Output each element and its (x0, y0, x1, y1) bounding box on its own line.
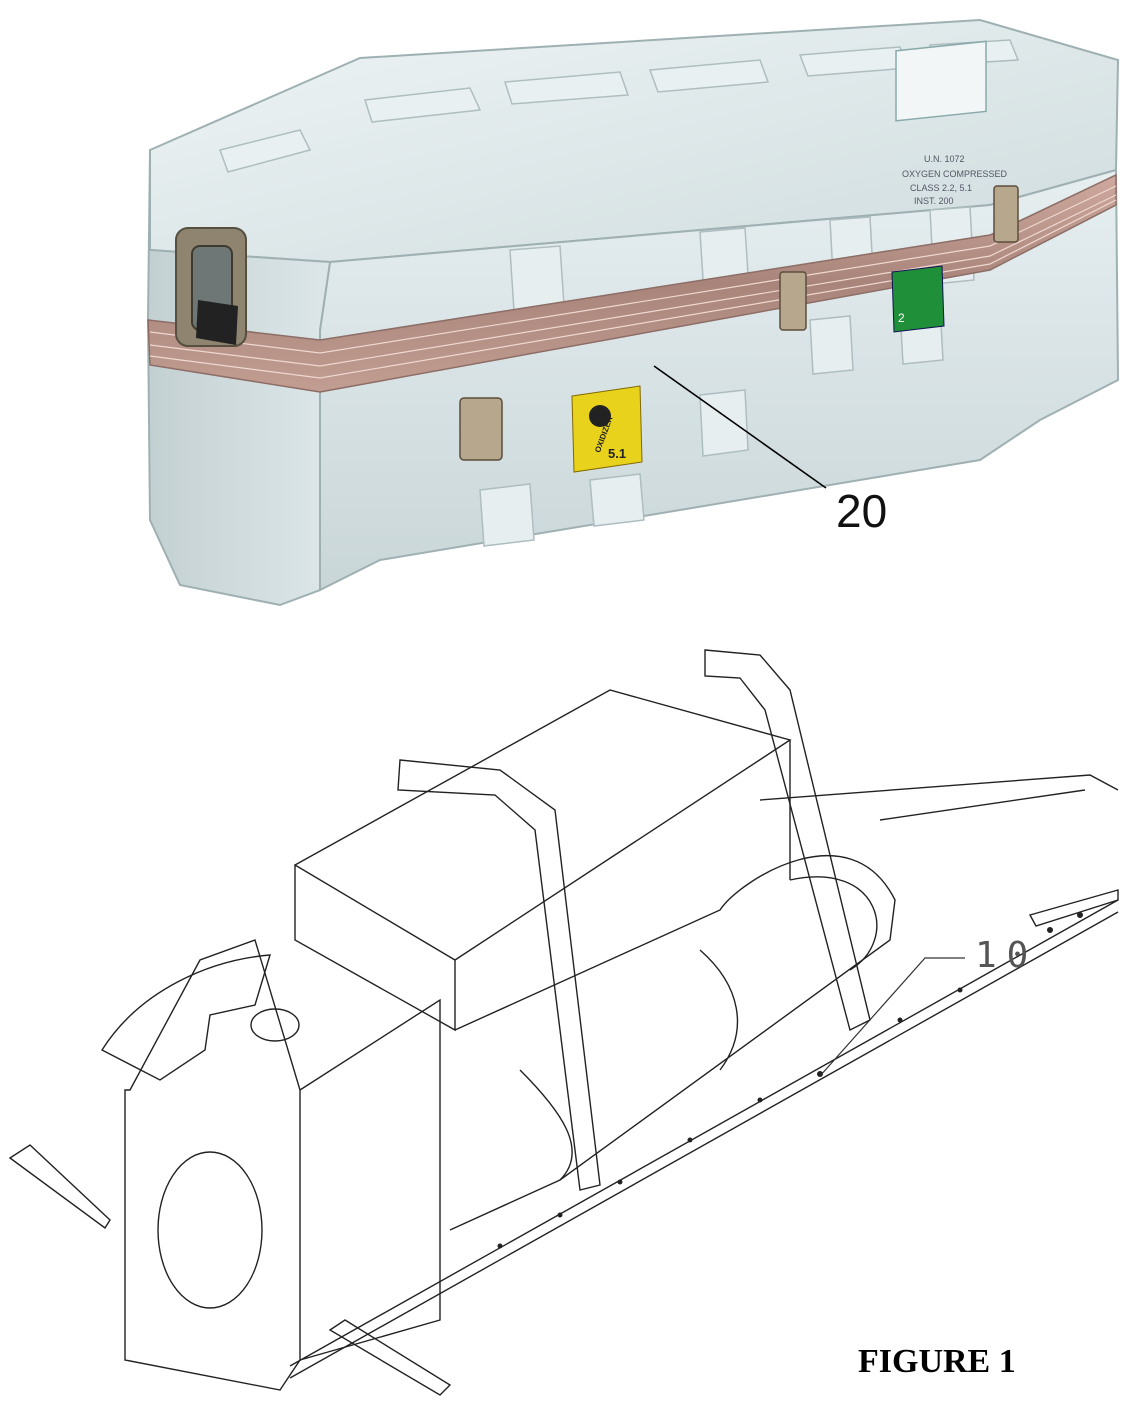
placard-line-3: CLASS 2.2, 5.1 (910, 183, 972, 193)
cylinder-body (449, 855, 896, 1231)
case-band (147, 173, 1117, 393)
strap-left (397, 759, 601, 1191)
hazmat-placard: U.N. 1072 OXYGEN COMPRESSED CLASS 2.2, 5… (895, 40, 1008, 206)
tow-pin-right (328, 1319, 452, 1396)
frame-end-crossbar (1028, 889, 1119, 927)
figure-caption: FIGURE 1 (858, 1343, 1016, 1380)
placard-line-2: OXYGEN COMPRESSED (902, 169, 1008, 179)
hazard-diamond-icon: 2 (891, 265, 945, 333)
oxidizer-label: OXIDIZER 5.1 (571, 385, 643, 473)
handle-icon (175, 227, 247, 347)
leader-line-10 (819, 957, 965, 1077)
reference-numeral-20: 20 (836, 485, 888, 537)
placard-line-4: INST. 200 (914, 196, 954, 206)
frame-rail-front (289, 899, 1119, 1379)
bulkhead-opening (157, 1151, 263, 1309)
tow-pin-left (8, 1144, 111, 1230)
gas-label-number: 2 (898, 311, 905, 325)
reference-numeral-10: 10 (975, 935, 1039, 976)
mounting-frame (8, 649, 1119, 1396)
leader-line-20 (653, 365, 827, 489)
end-bulkhead (124, 939, 301, 1391)
oxidizer-label-number: 5.1 (608, 446, 626, 461)
strap-right (704, 649, 871, 1032)
latch-icon (459, 185, 1019, 461)
frame-rail-rear (759, 774, 1119, 821)
rail-holes (497, 912, 1083, 1249)
shipping-case: U.N. 1072 OXYGEN COMPRESSED CLASS 2.2, 5… (146, 18, 1120, 607)
cover-box (293, 689, 792, 1032)
bulkhead-flap (100, 954, 271, 1081)
placard-line-1: U.N. 1072 (924, 154, 965, 164)
